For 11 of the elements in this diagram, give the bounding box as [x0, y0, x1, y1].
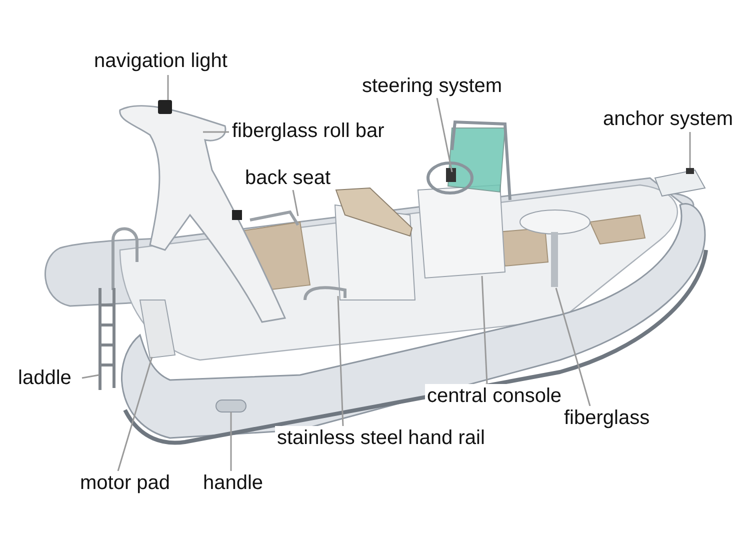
leader-line — [555, 288, 591, 406]
part-label: fiberglass — [562, 406, 652, 430]
leader-line — [481, 276, 488, 384]
leader-line — [337, 296, 344, 426]
leader-line — [117, 356, 153, 472]
leader-line — [436, 98, 453, 172]
leader-line — [167, 75, 169, 100]
leader-line — [230, 412, 232, 471]
leader-line — [689, 132, 691, 168]
leader-line — [292, 190, 299, 216]
leader-line — [82, 374, 100, 379]
